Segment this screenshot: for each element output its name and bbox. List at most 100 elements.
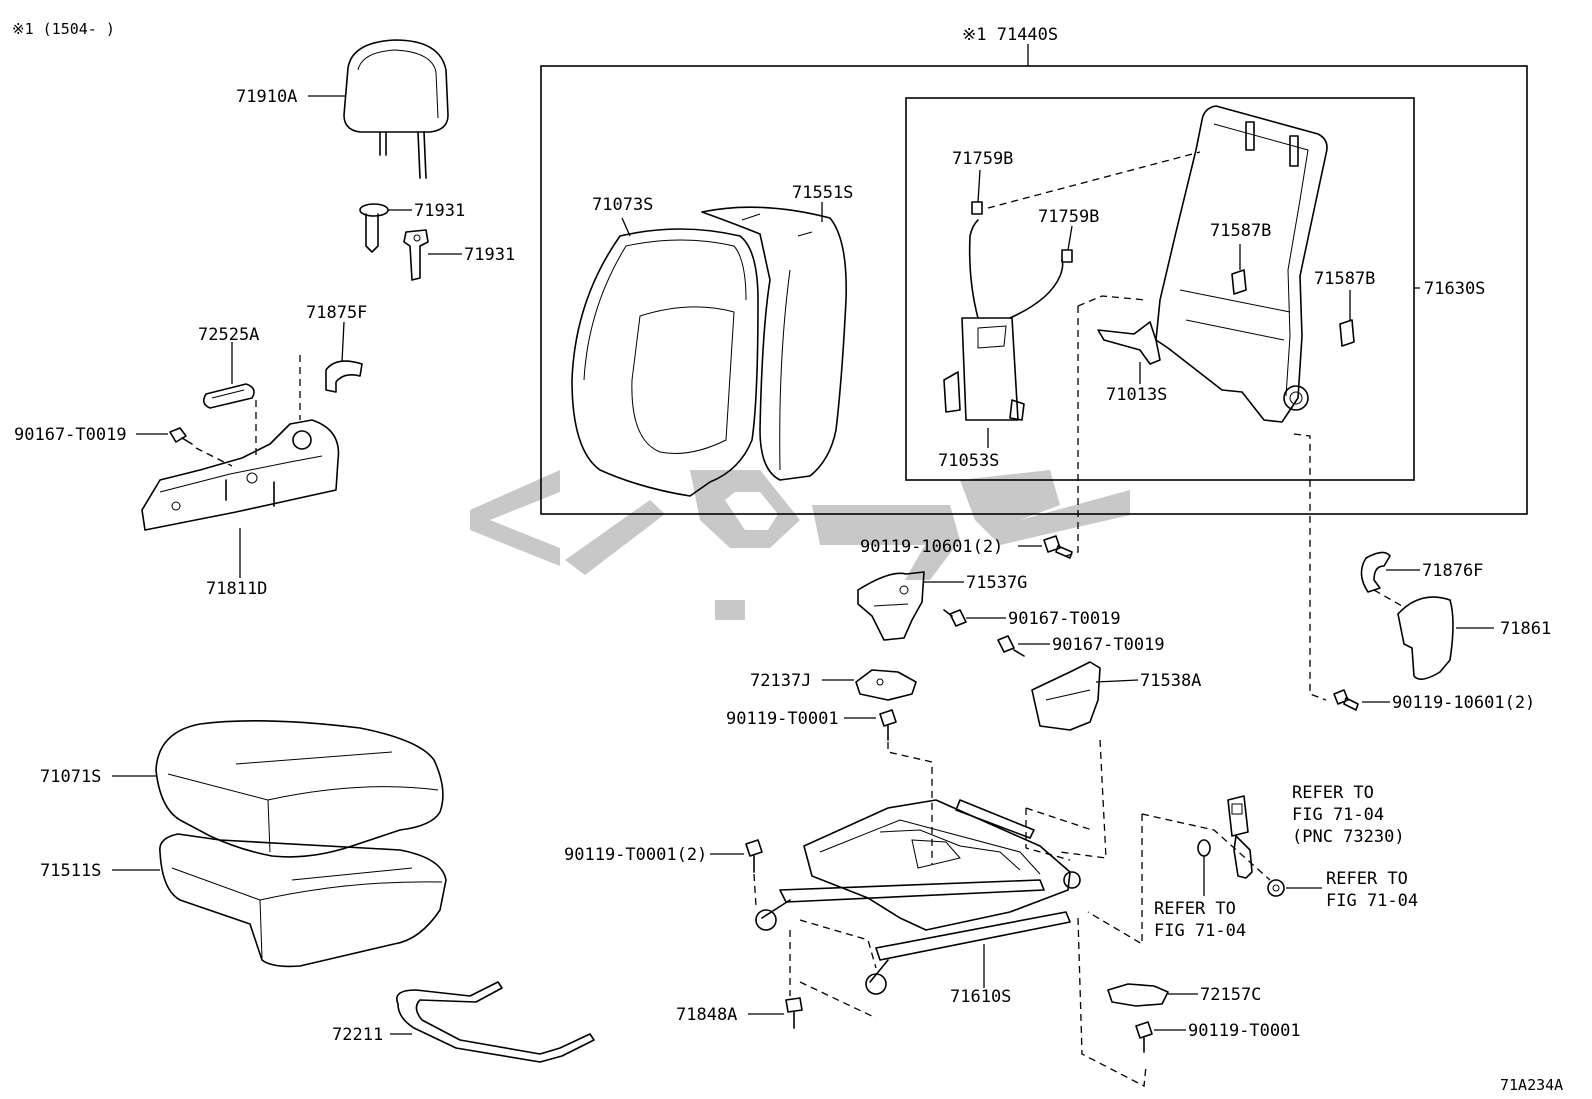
label-refer3-line1: REFER TO bbox=[1326, 869, 1408, 889]
label-71587B-a: 71587B bbox=[1210, 221, 1271, 241]
label-72157C: 72157C bbox=[1200, 985, 1261, 1005]
label-71537G: 71537G bbox=[966, 573, 1027, 593]
screw-90167-c bbox=[997, 635, 1025, 657]
dash-71848A-b bbox=[799, 919, 877, 1019]
headrest-support-71931-a bbox=[359, 203, 389, 253]
bracket-72157C bbox=[1107, 983, 1169, 1007]
recliner-cover-71861 bbox=[1397, 596, 1454, 680]
dash-frame-c bbox=[1293, 433, 1327, 701]
label-71013S: 71013S bbox=[1106, 385, 1167, 405]
cover-cap-71876F bbox=[1360, 551, 1391, 593]
clip-71587B-b bbox=[1339, 319, 1355, 347]
watermark-logo bbox=[470, 470, 1130, 620]
label-refer1-line1: REFER TO bbox=[1292, 783, 1374, 803]
label-71538A: 71538A bbox=[1140, 671, 1201, 691]
bracket-71537G bbox=[857, 571, 925, 641]
bracket-71013S bbox=[1097, 321, 1161, 365]
dash-buckle bbox=[1141, 813, 1271, 881]
label-71551S: 71551S bbox=[792, 183, 853, 203]
label-refer3-line2: FIG 71-04 bbox=[1326, 891, 1418, 911]
label-90167-b: 90167-T0019 bbox=[1008, 609, 1121, 629]
bolt-90119-T0001-a bbox=[879, 709, 897, 741]
label-71630S: 71630S bbox=[1424, 279, 1485, 299]
label-71848A: 71848A bbox=[676, 1005, 737, 1025]
dash-adjuster-right bbox=[1025, 807, 1093, 861]
label-72525A: 72525A bbox=[198, 325, 259, 345]
label-71931-a: 71931 bbox=[414, 201, 465, 221]
clip-71759B-a bbox=[971, 201, 983, 215]
clip-71587B-a bbox=[1231, 269, 1247, 295]
label-71440S: ※1 71440S bbox=[962, 25, 1058, 45]
bolt-90119-T0001-2 bbox=[745, 839, 763, 873]
bracket-71538A bbox=[1031, 661, 1101, 731]
label-71875F: 71875F bbox=[306, 303, 367, 323]
label-71053S: 71053S bbox=[938, 451, 999, 471]
label-refer1-line2: FIG 71-04 bbox=[1292, 805, 1384, 825]
recliner-cover-cap-71875F bbox=[325, 360, 363, 393]
clip-71759B-b bbox=[1061, 249, 1073, 263]
recliner-knob-72525A bbox=[202, 383, 255, 409]
bolt-71848A bbox=[785, 997, 803, 1029]
leader-71538A bbox=[1095, 679, 1139, 683]
label-refer2-line2: FIG 71-04 bbox=[1154, 921, 1246, 941]
seatback-frame-71630S bbox=[1155, 105, 1328, 423]
label-71811D: 71811D bbox=[206, 579, 267, 599]
label-90167-left: 90167-T0019 bbox=[14, 425, 127, 445]
lumbar-support-71053S bbox=[943, 219, 1064, 421]
seatback-pad-71551S bbox=[701, 206, 847, 481]
label-71910A: 71910A bbox=[236, 87, 297, 107]
bolt-90119-10601-a bbox=[1043, 535, 1073, 559]
dash-90167-left bbox=[195, 447, 233, 467]
label-90119-T0001-2: 90119-T0001(2) bbox=[564, 845, 707, 865]
label-90119-T0001-a: 90119-T0001 bbox=[726, 709, 839, 729]
label-90119-T0001-b: 90119-T0001 bbox=[1188, 1021, 1301, 1041]
dash-90119-T0001-a bbox=[887, 742, 933, 864]
label-71876F: 71876F bbox=[1422, 561, 1483, 581]
label-90119-10601-b: 90119-10601(2) bbox=[1392, 693, 1535, 713]
seatback-assembly-box bbox=[540, 65, 1528, 515]
seat-adjuster-71610S bbox=[755, 799, 1081, 995]
leader-71073S bbox=[621, 217, 631, 237]
dash-71759B bbox=[987, 151, 1201, 209]
figure-code: 71A234A bbox=[1500, 1076, 1563, 1094]
label-71759B-a: 71759B bbox=[952, 149, 1013, 169]
dash-71876F bbox=[1373, 589, 1403, 607]
label-71587B-b: 71587B bbox=[1314, 269, 1375, 289]
seat-cushion-cover-71071S bbox=[155, 720, 444, 858]
screw-90167-b bbox=[943, 609, 967, 627]
nut-refer bbox=[1267, 879, 1285, 897]
headrest-support-71931-b bbox=[403, 229, 429, 281]
wire-72211 bbox=[396, 981, 595, 1063]
dash-90119-T0001-2 bbox=[753, 873, 757, 907]
leader-71759B-a bbox=[977, 169, 981, 203]
bolt-90119-10601-b bbox=[1333, 689, 1359, 711]
spacer-refer bbox=[1197, 839, 1211, 857]
variant-note: ※1 (1504- ) bbox=[12, 20, 115, 38]
label-refer1-line3: (PNC 73230) bbox=[1292, 827, 1405, 847]
headrest-71910A bbox=[343, 39, 449, 179]
label-71071S: 71071S bbox=[40, 767, 101, 787]
screw-90167-left bbox=[169, 427, 193, 445]
label-71511S: 71511S bbox=[40, 861, 101, 881]
dash-buckle-b bbox=[1087, 814, 1143, 946]
seatback-frame-box bbox=[905, 97, 1415, 481]
dash-72157C bbox=[1077, 917, 1147, 1088]
seatbelt-buckle bbox=[1227, 795, 1253, 879]
leader-71875F bbox=[341, 321, 345, 363]
label-71861: 71861 bbox=[1500, 619, 1551, 639]
leader-71759B-b bbox=[1067, 225, 1073, 251]
recliner-cover-71811D bbox=[141, 419, 340, 531]
label-71759B-b: 71759B bbox=[1038, 207, 1099, 227]
seatback-cover-71073S bbox=[571, 228, 759, 497]
label-71931-b: 71931 bbox=[464, 245, 515, 265]
label-90167-c: 90167-T0019 bbox=[1052, 635, 1165, 655]
seat-cushion-pad-71511S bbox=[159, 833, 447, 968]
dash-frame-b bbox=[1065, 306, 1079, 557]
label-71073S: 71073S bbox=[592, 195, 653, 215]
bolt-90119-T0001-b bbox=[1135, 1021, 1153, 1053]
label-71610S: 71610S bbox=[950, 987, 1011, 1007]
label-72211: 72211 bbox=[332, 1025, 383, 1045]
dash-71538A bbox=[1059, 739, 1107, 859]
